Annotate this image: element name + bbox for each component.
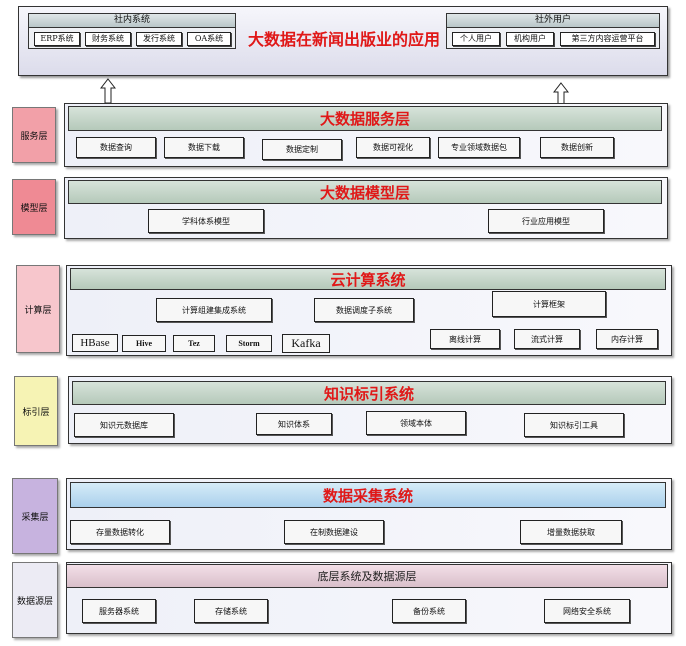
service-item-innovation: 数据创新 — [540, 137, 614, 158]
internal-systems-box: 社内系统 ERP系统 财务系统 发行系统 OA系统 — [28, 13, 236, 49]
source-item-storage: 存储系统 — [194, 599, 268, 623]
internal-item-erp: ERP系统 — [34, 32, 80, 46]
index-layer-title: 知识标引系统 — [323, 384, 414, 403]
arrow-up-icon — [100, 78, 116, 104]
service-item-domain-package: 专业领域数据包 — [438, 137, 520, 158]
model-item-discipline: 学科体系模型 — [148, 209, 264, 233]
tech-kafka: Kafka — [282, 334, 330, 353]
external-item-individual: 个人用户 — [452, 32, 500, 46]
external-users-box: 社外用户 个人用户 机构用户 第三方内容运营平台 — [446, 13, 660, 49]
compute-layer-bar: 云计算系统 — [70, 268, 666, 290]
source-item-network-security: 网络安全系统 — [544, 599, 630, 623]
tech-tez: Tez — [173, 335, 215, 352]
page-title: 大数据在新闻出版业的应用 — [248, 30, 441, 49]
collect-item-stock: 存量数据转化 — [70, 520, 170, 544]
collect-layer-bar: 数据采集系统 — [70, 482, 666, 508]
index-item-metadata: 知识元数据库 — [74, 413, 174, 437]
service-layer-title: 大数据服务层 — [319, 110, 410, 128]
external-item-institution: 机构用户 — [506, 32, 554, 46]
compute-layer-label: 计算层 — [16, 265, 60, 353]
internal-systems-title: 社内系统 — [29, 14, 235, 28]
compute-item-framework: 计算框架 — [492, 291, 606, 317]
service-item-query: 数据查询 — [76, 137, 156, 158]
internal-item-distribution: 发行系统 — [136, 32, 182, 46]
source-layer-label: 数据源层 — [12, 562, 58, 638]
internal-item-oa: OA系统 — [187, 32, 231, 46]
collect-layer-title: 数据采集系统 — [322, 486, 413, 505]
index-item-tool: 知识标引工具 — [524, 413, 624, 437]
service-item-visualization: 数据可视化 — [356, 137, 430, 158]
source-layer-title: 底层系统及数据源层 — [317, 570, 417, 583]
compute-item-integration: 计算组建集成系统 — [156, 298, 272, 322]
compute-mode-offline: 离线计算 — [430, 329, 500, 349]
external-users-title: 社外用户 — [447, 14, 659, 28]
source-layer-bar: 底层系统及数据源层 — [66, 564, 668, 588]
compute-mode-stream: 流式计算 — [514, 329, 580, 349]
compute-layer-title: 云计算系统 — [330, 270, 406, 289]
index-layer-label: 标引层 — [14, 376, 58, 446]
compute-mode-memory: 内存计算 — [596, 329, 658, 349]
model-layer-title: 大数据模型层 — [319, 183, 410, 202]
internal-item-finance: 财务系统 — [85, 32, 131, 46]
index-layer-bar: 知识标引系统 — [72, 381, 666, 405]
tech-storm: Storm — [226, 335, 272, 352]
compute-item-scheduling: 数据调度子系统 — [314, 298, 414, 322]
model-item-industry: 行业应用模型 — [488, 209, 604, 233]
service-item-download: 数据下载 — [164, 137, 244, 158]
source-item-server: 服务器系统 — [82, 599, 156, 623]
service-layer-label: 服务层 — [12, 107, 56, 163]
service-layer-bar: 大数据服务层 — [68, 106, 662, 131]
tech-hbase: HBase — [72, 334, 118, 352]
index-item-knowledge-system: 知识体系 — [256, 413, 332, 435]
collect-item-in-production: 在制数据建设 — [284, 520, 384, 544]
tech-hive: Hive — [122, 335, 166, 352]
index-item-ontology: 领域本体 — [366, 411, 466, 435]
model-layer-bar: 大数据模型层 — [68, 180, 662, 204]
source-item-backup: 备份系统 — [392, 599, 466, 623]
collect-layer-label: 采集层 — [12, 478, 58, 554]
model-layer-label: 模型层 — [12, 179, 56, 235]
collect-item-incremental: 增量数据获取 — [520, 520, 622, 544]
external-item-third-party: 第三方内容运营平台 — [560, 32, 655, 46]
service-item-custom: 数据定制 — [262, 139, 342, 160]
